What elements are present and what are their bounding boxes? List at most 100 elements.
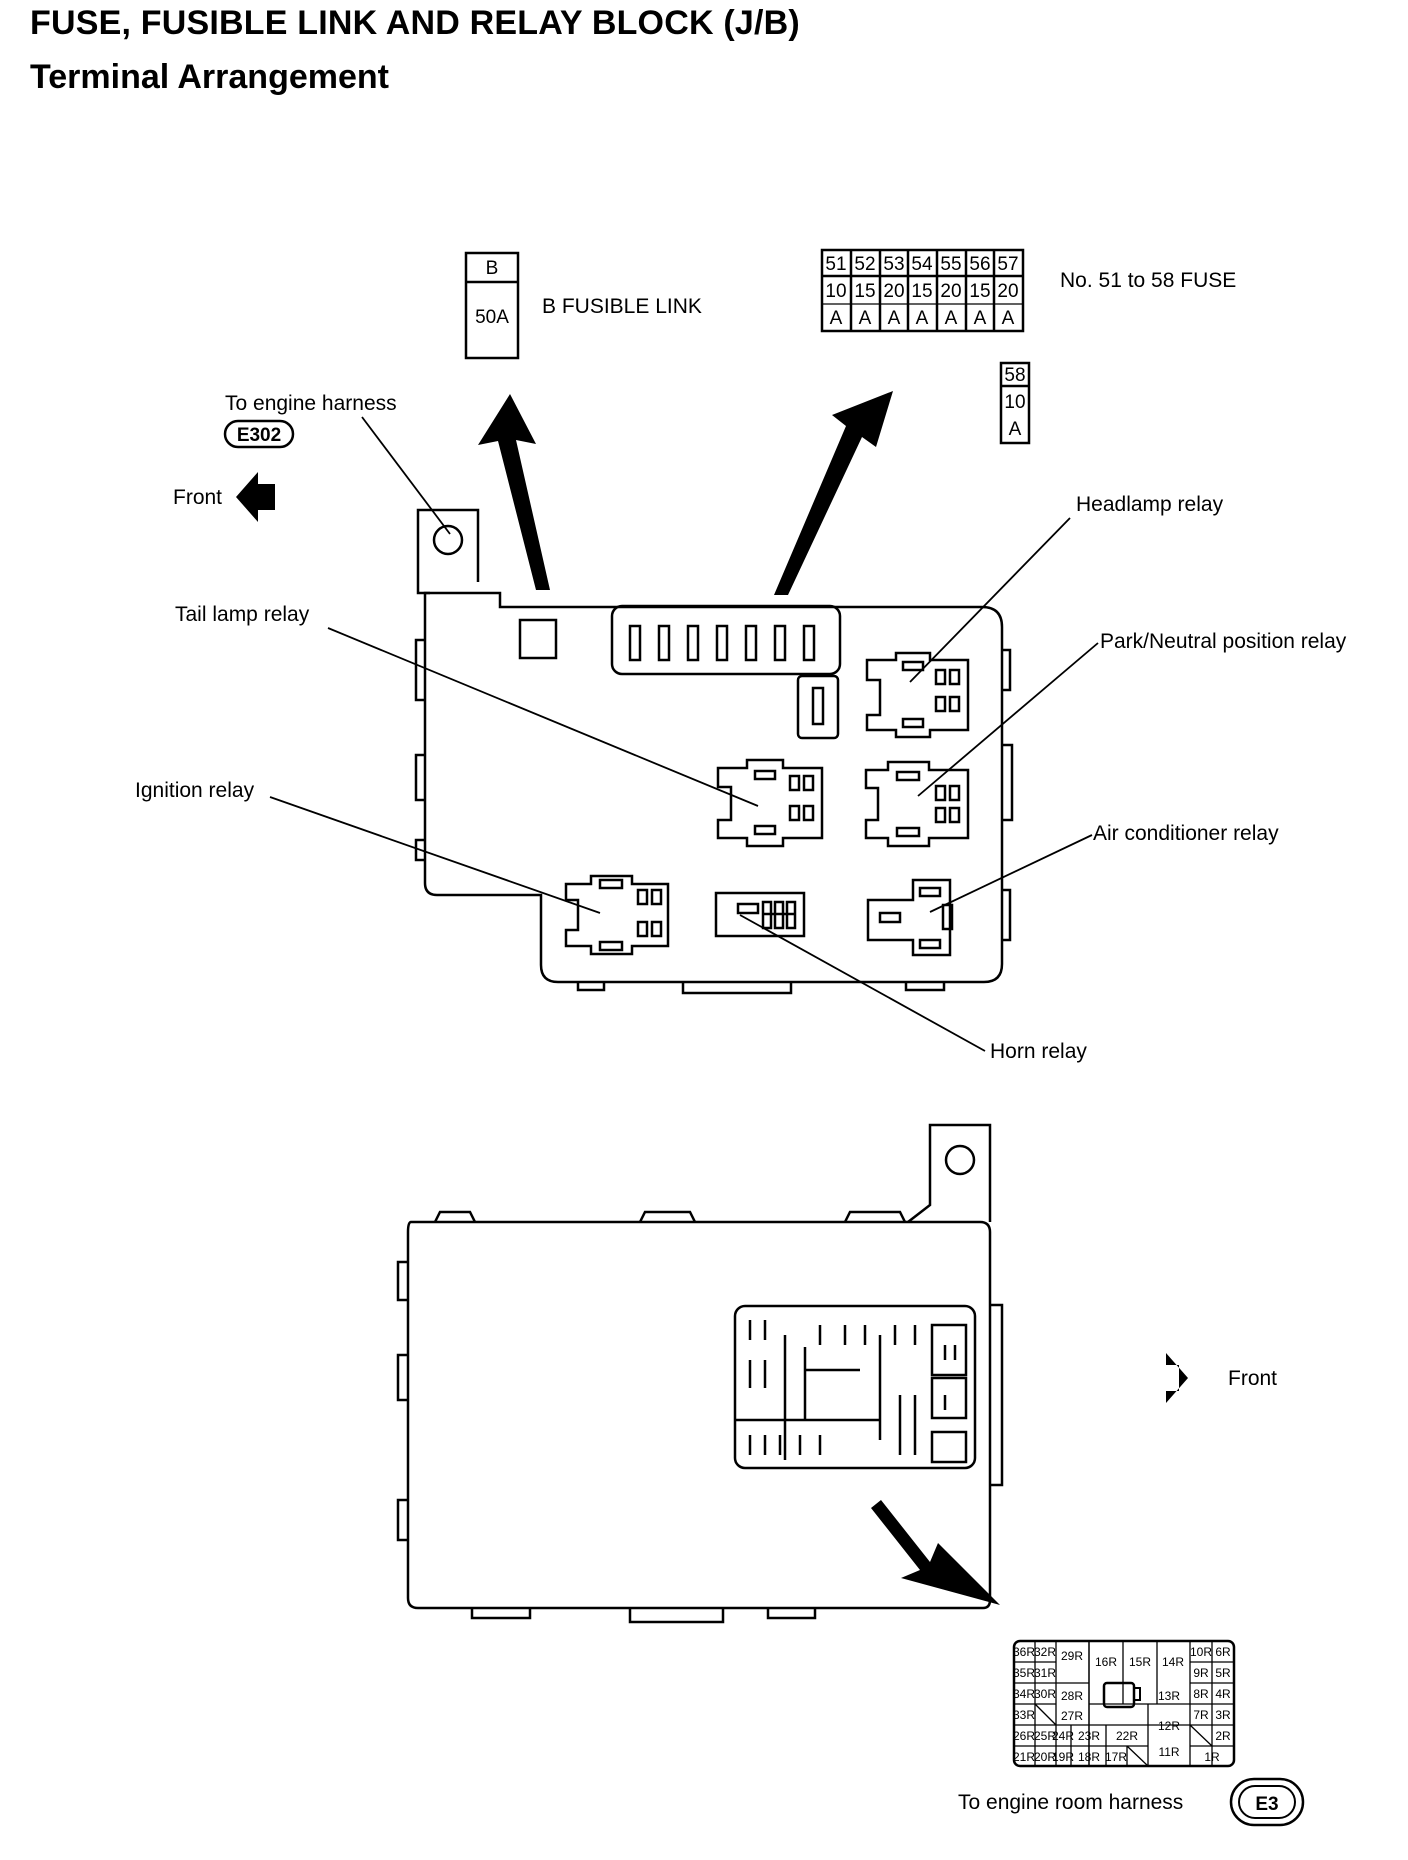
fuse-table <box>820 248 1031 445</box>
terminal-22R: 22R <box>1116 1729 1138 1743</box>
air-conditioner-relay-label: Air conditioner relay <box>1093 822 1279 845</box>
fuse-unit: A <box>830 308 843 329</box>
terminal-16R: 16R <box>1095 1655 1117 1669</box>
terminal-29R: 29R <box>1061 1649 1083 1663</box>
engine-room-harness-label: To engine room harness <box>958 1791 1183 1814</box>
fuse-58-unit: A <box>1009 419 1022 440</box>
fuse-number: 53 <box>883 254 904 275</box>
fuse-58-number: 58 <box>1004 365 1025 386</box>
terminal-35R: 35R <box>1013 1666 1035 1680</box>
terminal-8R: 8R <box>1193 1687 1209 1701</box>
page-title: FUSE, FUSIBLE LINK AND RELAY BLOCK (J/B) <box>30 4 800 42</box>
terminal-15R: 15R <box>1129 1655 1151 1669</box>
terminal-24R: 24R <box>1052 1729 1074 1743</box>
ignition-relay-label: Ignition relay <box>135 779 255 802</box>
terminal-19R: 19R <box>1052 1750 1074 1764</box>
engine-harness-label: To engine harness <box>225 392 397 415</box>
fuse-unit: A <box>859 308 872 329</box>
terminal-4R: 4R <box>1215 1687 1231 1701</box>
fuse-number: 54 <box>911 254 933 275</box>
fuse-unit: A <box>1002 308 1015 329</box>
terminal-grid <box>1012 1639 1236 1768</box>
horn-relay-label: Horn relay <box>990 1040 1087 1063</box>
terminal-32R: 32R <box>1034 1645 1056 1659</box>
leader-lines <box>269 416 1099 1052</box>
park-neutral-relay-label: Park/Neutral position relay <box>1100 630 1347 653</box>
fuse-number: 51 <box>825 254 846 275</box>
headlamp-relay-label: Headlamp relay <box>1076 493 1224 516</box>
fusible-link-tag <box>464 251 520 360</box>
front-arrow-left-icon <box>236 472 275 522</box>
engine-room-connector: E3 <box>1255 1794 1278 1815</box>
fuse-amps: 20 <box>940 281 961 302</box>
terminal-17R: 17R <box>1105 1750 1127 1764</box>
terminal-5R: 5R <box>1215 1666 1231 1680</box>
arrow-to-fusible-link <box>478 394 550 590</box>
fuse-unit: A <box>945 308 958 329</box>
e3-connector-badge <box>1229 1777 1305 1827</box>
terminal-13R: 13R <box>1158 1689 1180 1703</box>
page-subtitle: Terminal Arrangement <box>30 58 389 96</box>
fusible-link-code: B <box>486 258 499 279</box>
terminal-2R: 2R <box>1215 1729 1231 1743</box>
fuse-amps: 15 <box>969 281 990 302</box>
air-conditioner-relay-socket <box>866 878 954 957</box>
terminal-18R: 18R <box>1078 1750 1100 1764</box>
fuse-unit: A <box>888 308 901 329</box>
arrow-to-fuse-table <box>774 391 893 595</box>
terminal-31R: 31R <box>1034 1666 1056 1680</box>
headlamp-relay-socket <box>865 651 970 739</box>
terminal-26R: 26R <box>1013 1729 1035 1743</box>
ignition-relay-socket <box>564 874 670 956</box>
terminal-25R: 25R <box>1034 1729 1056 1743</box>
terminal-27R: 27R <box>1061 1709 1083 1723</box>
fuse-unit: A <box>916 308 929 329</box>
engine-harness-connector: E302 <box>237 425 281 446</box>
fuse-amps: 10 <box>825 281 846 302</box>
fuse-amps: 20 <box>997 281 1018 302</box>
terminal-6R: 6R <box>1215 1645 1231 1659</box>
terminal-7R: 7R <box>1193 1708 1209 1722</box>
terminal-20R: 20R <box>1034 1750 1056 1764</box>
front-arrow-right-icon <box>1166 1353 1188 1403</box>
fuse-unit: A <box>974 308 987 329</box>
terminal-9R: 9R <box>1193 1666 1209 1680</box>
tail-lamp-relay-socket <box>716 758 824 848</box>
terminal-34R: 34R <box>1013 1687 1035 1701</box>
fusible-link-label: B FUSIBLE LINK <box>542 295 702 318</box>
fuse-number: 55 <box>940 254 961 275</box>
fusible-link-rating: 50A <box>475 307 509 328</box>
terminal-12R: 12R <box>1158 1719 1180 1733</box>
terminal-33R: 33R <box>1013 1708 1035 1722</box>
terminal-numbers: 36R 32R 29R 16R 15R 14R 10R 6R 35R 31R 2… <box>1013 1645 1231 1764</box>
fuse-amps: 20 <box>883 281 904 302</box>
terminal-11R: 11R <box>1158 1745 1179 1759</box>
terminal-10R: 10R <box>1190 1645 1212 1659</box>
horn-relay-socket <box>714 891 806 938</box>
jb-bottom-body <box>396 1123 1004 1624</box>
fuse-58-amps: 10 <box>1004 392 1025 413</box>
park-neutral-relay-socket <box>864 760 970 848</box>
fuse-number: 52 <box>854 254 875 275</box>
terminal-1R: 1R <box>1204 1750 1220 1764</box>
front-label-top: Front <box>173 486 222 509</box>
jb-top-body <box>414 508 1014 995</box>
fuse-table-label: No. 51 to 58 FUSE <box>1060 269 1236 292</box>
terminal-23R: 23R <box>1078 1729 1100 1743</box>
terminal-21R: 21R <box>1013 1750 1035 1764</box>
fuse-amps: 15 <box>911 281 932 302</box>
front-label-bottom: Front <box>1228 1367 1277 1390</box>
terminal-28R: 28R <box>1061 1689 1083 1703</box>
fuse-number: 57 <box>997 254 1018 275</box>
fuse-numbers: 51 52 53 54 55 56 57 10 15 20 15 20 15 2… <box>825 254 1025 440</box>
terminal-36R: 36R <box>1013 1645 1035 1659</box>
terminal-14R: 14R <box>1162 1655 1184 1669</box>
e302-connector-badge <box>223 419 295 449</box>
fuse-number: 56 <box>969 254 990 275</box>
tail-lamp-relay-label: Tail lamp relay <box>175 603 310 626</box>
terminal-30R: 30R <box>1034 1687 1056 1701</box>
terminal-3R: 3R <box>1215 1708 1231 1722</box>
arrow-to-terminal-grid <box>871 1500 1000 1605</box>
fuse-amps: 15 <box>854 281 875 302</box>
